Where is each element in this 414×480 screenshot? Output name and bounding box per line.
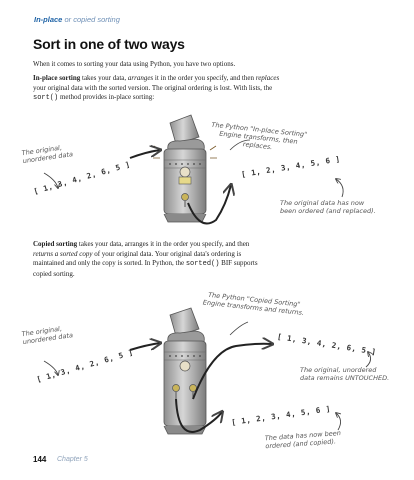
copied-text-2: of your original data. Your original dat… — [33, 249, 242, 268]
inplace-paragraph: In-place sorting takes your data, arrang… — [33, 74, 283, 104]
copied-em-1: returns a sorted copy — [33, 249, 93, 258]
input-arrow-2 — [129, 343, 160, 351]
sorted-bif-code: sorted() — [185, 260, 220, 269]
copied-lead: Copied sorting — [33, 240, 78, 248]
sorted-note-arrow-2 — [336, 413, 341, 431]
inplace-text-1: takes your data, — [80, 74, 128, 82]
copied-sorting-machine — [163, 307, 207, 435]
inplace-em-1: arranges — [127, 74, 154, 82]
copied-text-3: BIF supports copied sorting. — [33, 259, 258, 278]
chapter-label: Chapter 5 — [57, 456, 88, 463]
engine-label-leader-1 — [229, 139, 251, 151]
running-head-copied: copied sorting — [73, 15, 120, 24]
left-label-arrow-1 — [43, 172, 58, 188]
right-note-arrow-1 — [336, 179, 344, 198]
input-arrow-1 — [129, 150, 160, 159]
kept-note-arrow-2 — [365, 352, 371, 368]
engine-label-leader-2 — [229, 321, 249, 336]
running-head: In-place or copied sorting — [34, 15, 120, 24]
copied-text-1: takes your data, arranges it in the orde… — [77, 240, 250, 248]
inplace-text-3: your original data with the sorted versi… — [33, 83, 273, 92]
kept-arrow-2 — [192, 344, 272, 400]
inplace-lead: In-place sorting — [33, 74, 81, 82]
inplace-text-2: it in the order you specify, and then — [153, 74, 256, 82]
running-head-inplace: In-place — [34, 15, 63, 24]
running-head-or: or — [64, 15, 72, 24]
output-arrow-1 — [187, 185, 231, 225]
inplace-em-2: replaces — [255, 74, 280, 82]
copied-kept-note: The original, unordered data remains UNT… — [300, 366, 390, 382]
copied-paragraph: Copied sorting takes your data, arranges… — [33, 240, 263, 279]
inplace-text-4: method provides in-place sorting: — [58, 93, 155, 102]
page-title: Sort in one of two ways — [33, 36, 185, 52]
page-number: 144 — [33, 455, 47, 464]
inplace-right-note: The original data has now been ordered (… — [280, 199, 376, 215]
left-label-arrow-2 — [43, 360, 58, 375]
intro-paragraph: When it comes to sorting your data using… — [33, 60, 236, 68]
copy-arrow-2 — [175, 398, 222, 433]
sort-method-code: sort() — [33, 94, 59, 103]
